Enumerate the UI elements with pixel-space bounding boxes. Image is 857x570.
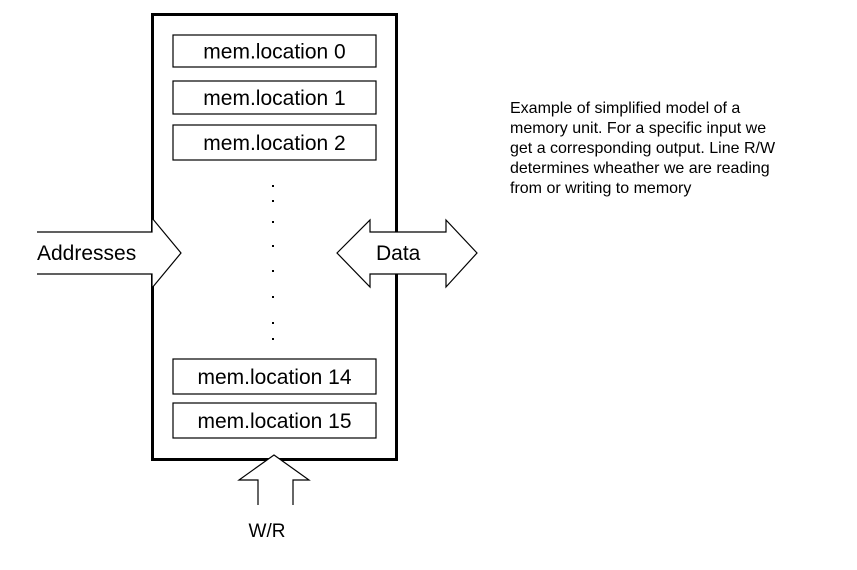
memory-location-label: mem.location 1 [203,87,345,110]
ellipsis-dots [272,185,274,340]
caption-line: get a corresponding output. Line R/W [510,140,776,157]
memory-location-1: mem.location 1 [172,80,377,115]
memory-location-label: mem.location 15 [197,410,351,433]
caption-line: memory unit. For a specific input we [510,120,767,137]
memory-location-15: mem.location 15 [172,402,377,439]
data-label: Data [376,242,421,265]
memory-location-label: mem.location 2 [203,132,345,155]
diagram-caption: Example of simplified model of a memory … [510,99,855,199]
memory-location-2: mem.location 2 [172,124,377,161]
caption-line: Example of simplified model of a [510,100,741,117]
memory-location-0: mem.location 0 [172,34,377,68]
memory-location-label: mem.location 0 [203,41,345,64]
addresses-arrow: Addresses [37,216,182,290]
control-arrow [237,454,311,505]
caption-line: determines wheather we are reading [510,160,770,177]
control-label: W/R [249,521,286,542]
data-arrow: Data [336,218,478,289]
memory-location-14: mem.location 14 [172,358,377,395]
addresses-label: Addresses [37,242,136,265]
caption-line: from or writing to memory [510,180,692,197]
memory-location-label: mem.location 14 [197,366,351,389]
